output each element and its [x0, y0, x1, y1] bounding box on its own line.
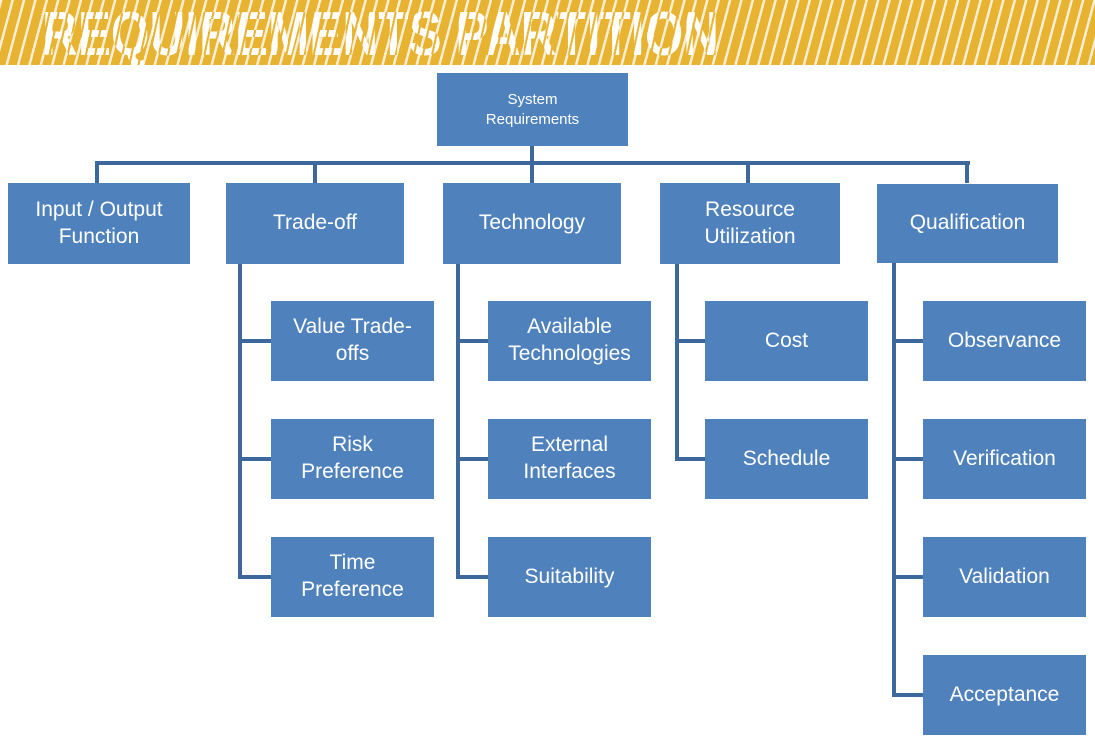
connector-elbow-validation [892, 575, 923, 579]
title-banner: REQUIREMENTS PARTITION [0, 0, 1095, 69]
node-suitability: Suitability [488, 537, 651, 617]
node-risk-preference: Risk Preference [271, 419, 434, 499]
node-system-requirements: System Requirements [437, 73, 628, 146]
connector-drop-input-output [95, 161, 99, 183]
node-time-preference: Time Preference [271, 537, 434, 617]
node-technology: Technology [443, 183, 621, 264]
connector-drop-trade-off [313, 161, 317, 183]
connector-elbow-risk-preference [238, 457, 271, 461]
node-observance: Observance [923, 301, 1086, 381]
connector-drop-qualification [965, 161, 969, 183]
connector-elbow-observance [892, 339, 923, 343]
node-validation: Validation [923, 537, 1086, 617]
connector-branch-stem-trade-off [238, 264, 242, 579]
page-title: REQUIREMENTS PARTITION [42, 0, 719, 69]
connector-elbow-available-technologies [456, 339, 488, 343]
node-schedule: Schedule [705, 419, 868, 499]
connector-branch-stem-technology [456, 264, 460, 579]
connector-elbow-time-preference [238, 575, 271, 579]
connector-elbow-external-interfaces [456, 457, 488, 461]
connector-elbow-cost [675, 339, 705, 343]
connector-branch-stem-resource-utilization [675, 264, 679, 461]
node-trade-off: Trade-off [226, 183, 404, 264]
connector-elbow-verification [892, 457, 923, 461]
node-available-technologies: Available Technologies [488, 301, 651, 381]
node-cost: Cost [705, 301, 868, 381]
connector-elbow-schedule [675, 457, 705, 461]
node-resource-utilization: Resource Utilization [660, 183, 840, 264]
connector-root-stem [530, 146, 534, 163]
node-input-output-function: Input / Output Function [8, 183, 190, 264]
connector-elbow-value-trade-offs [238, 339, 271, 343]
connector-drop-technology [530, 161, 534, 183]
node-value-trade-offs: Value Trade-offs [271, 301, 434, 381]
connector-elbow-suitability [456, 575, 488, 579]
node-external-interfaces: External Interfaces [488, 419, 651, 499]
node-qualification: Qualification [877, 184, 1058, 263]
connector-drop-resource-utilization [746, 161, 750, 183]
node-verification: Verification [923, 419, 1086, 499]
connector-elbow-acceptance [892, 693, 923, 697]
connector-branch-stem-qualification [892, 263, 896, 697]
node-acceptance: Acceptance [923, 655, 1086, 735]
